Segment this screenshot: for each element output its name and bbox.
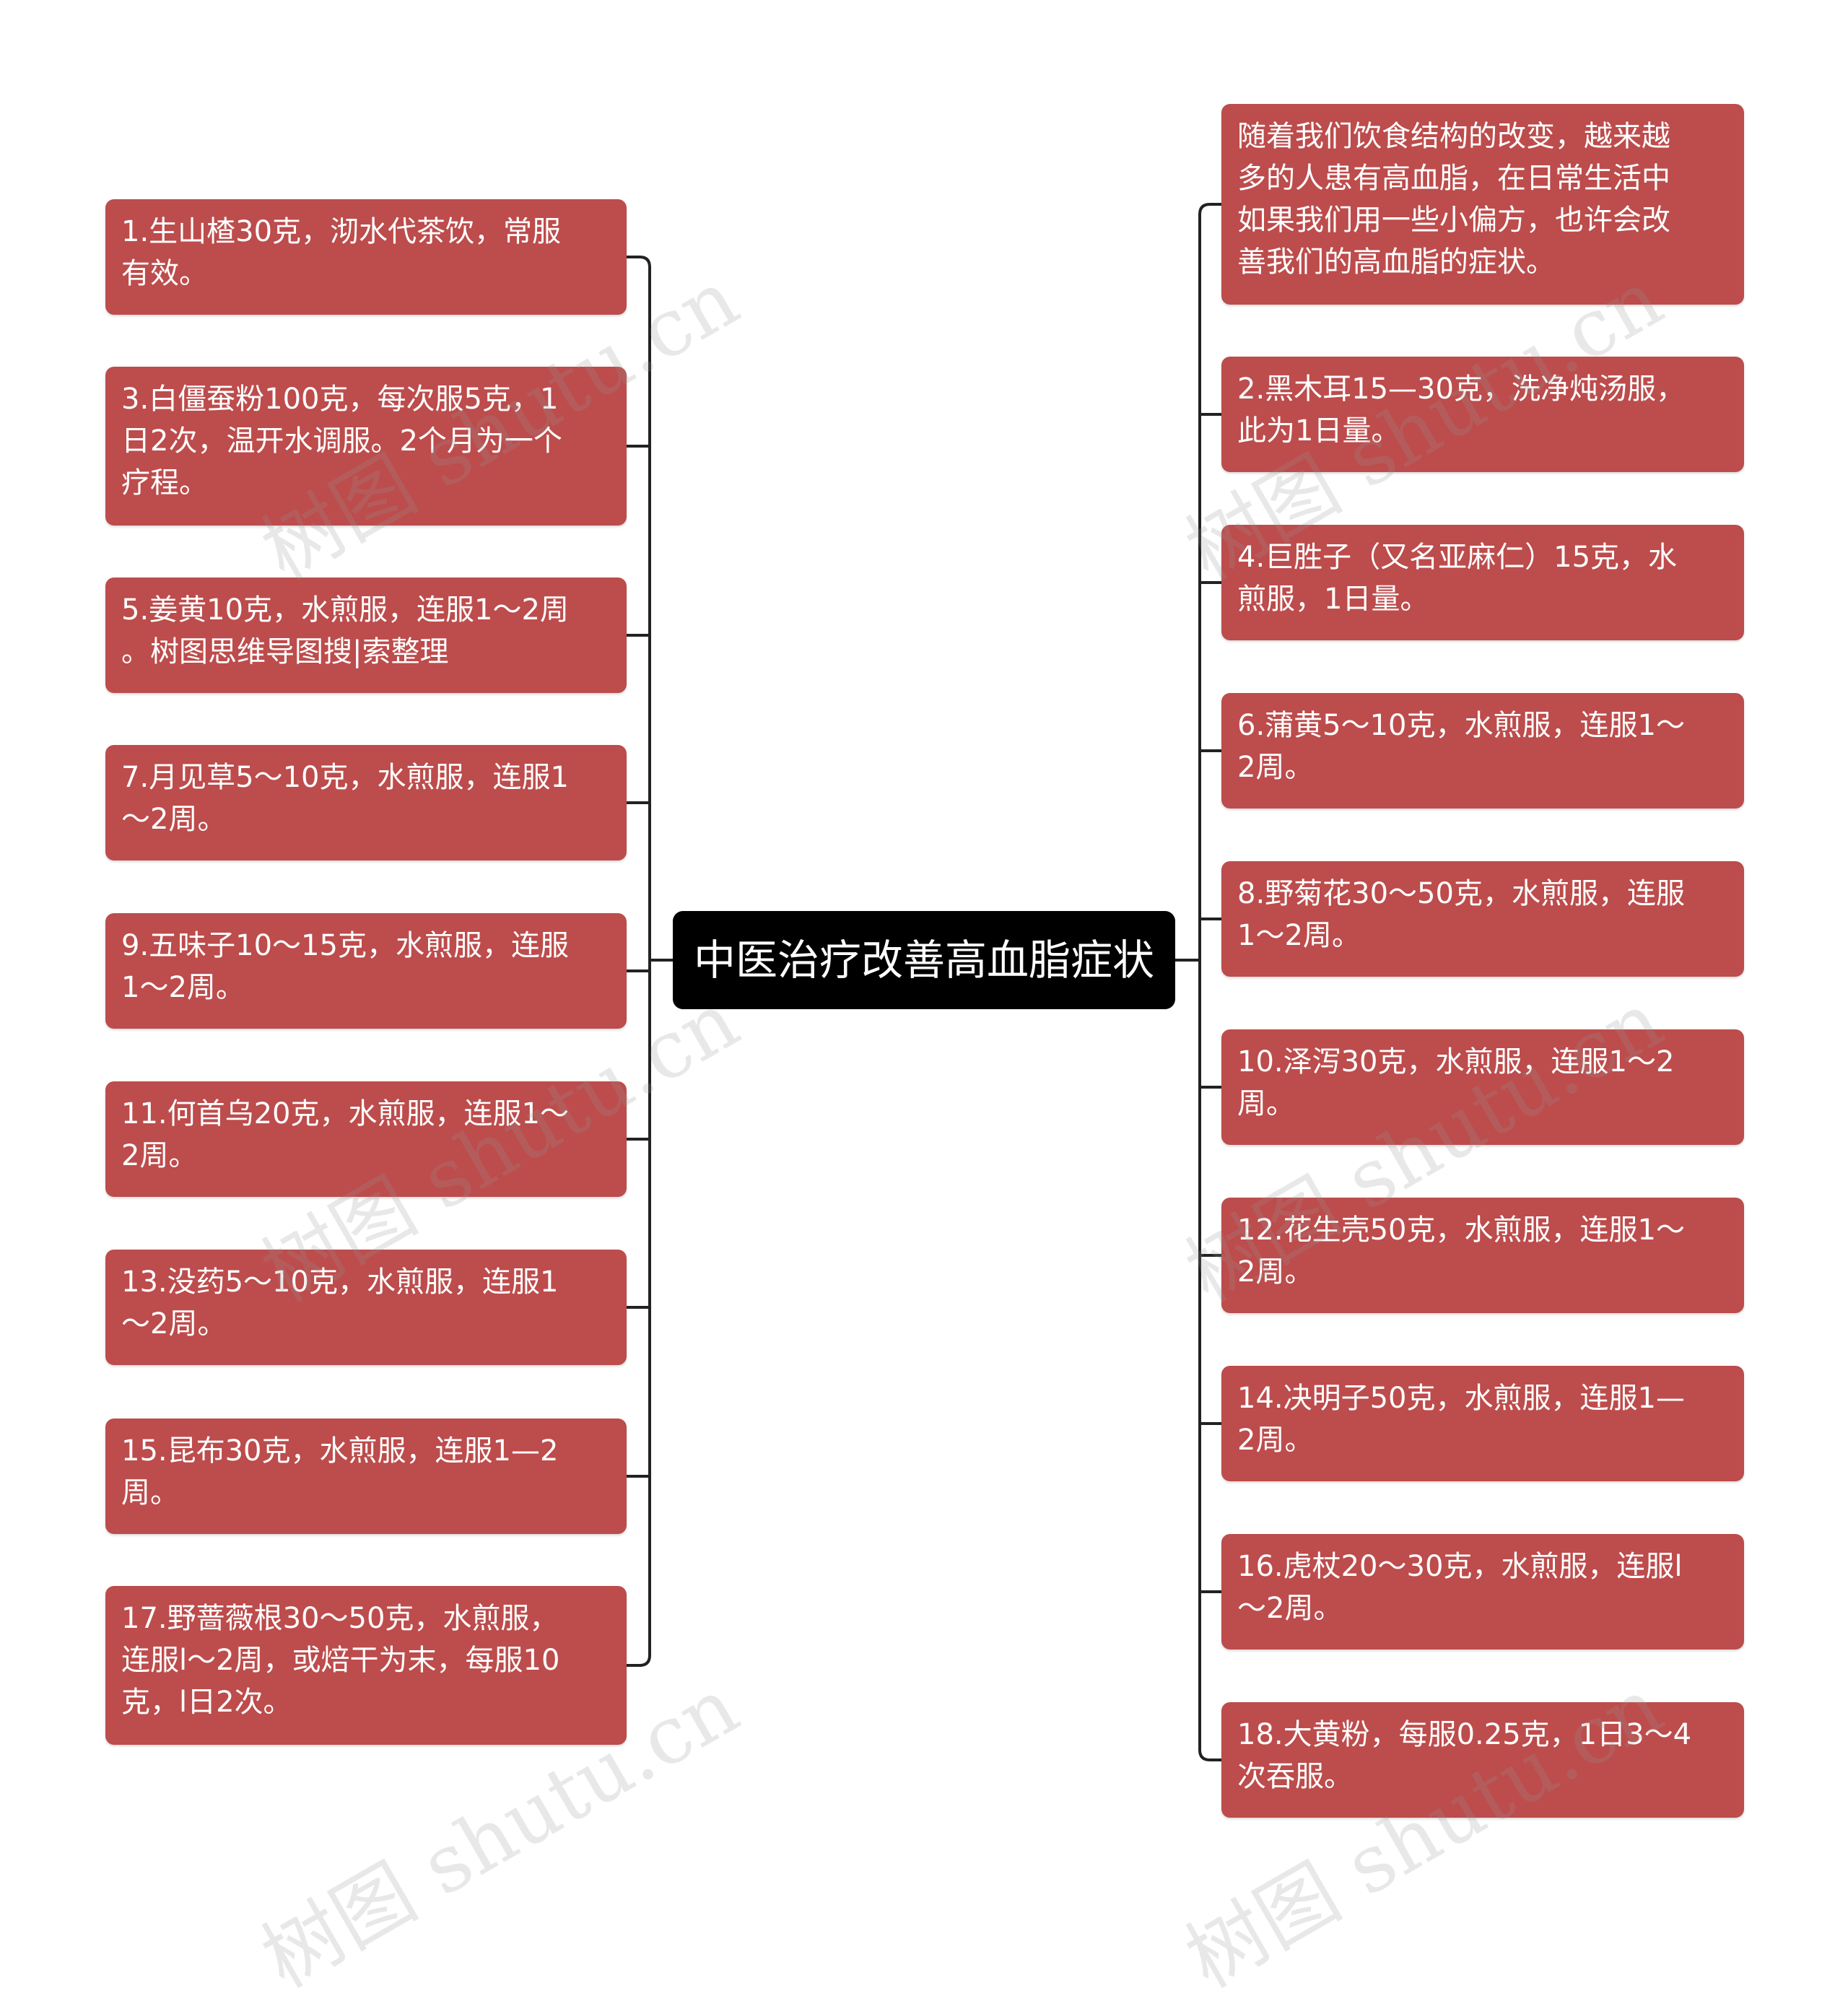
right-node-6[interactable]: 10.泽泻30克，水煎服，连服1～2 周。 xyxy=(1221,1029,1744,1145)
right-branch-1 xyxy=(1198,203,1221,215)
left-node-5[interactable]: 9.五味子10～15克，水煎服，连服 1～2周。 xyxy=(105,913,627,1029)
left-node-7[interactable]: 13.没药5～10克，水煎服，连服1 ～2周。 xyxy=(105,1250,627,1365)
right-node-10[interactable]: 18.大黄粉，每服0.25克，1日3～4 次吞服。 xyxy=(1221,1702,1744,1818)
right-node-intro[interactable]: 随着我们饮食结构的改变，越来越 多的人患有高血脂，在日常生活中 如果我们用一些小… xyxy=(1221,104,1744,305)
right-node-3[interactable]: 4.巨胜子（又名亚麻仁）15克，水 煎服，1日量。 xyxy=(1221,525,1744,640)
connector-lines xyxy=(627,203,1221,1761)
left-node-8[interactable]: 15.昆布30克，水煎服，连服1—2 周。 xyxy=(105,1418,627,1534)
left-node-9[interactable]: 17.野蔷薇根30～50克，水煎服， 连服l～2周，或焙干为末，每服10 克，l… xyxy=(105,1586,627,1745)
right-node-7[interactable]: 12.花生壳50克，水煎服，连服1～ 2周。 xyxy=(1221,1198,1744,1313)
left-branch-1 xyxy=(627,256,651,268)
left-node-6[interactable]: 11.何首乌20克，水煎服，连服1～ 2周。 xyxy=(105,1081,627,1197)
left-node-4[interactable]: 7.月见草5～10克，水煎服，连服1 ～2周。 xyxy=(105,745,627,860)
right-branch-10 xyxy=(1198,1749,1221,1761)
right-node-9[interactable]: 16.虎杖20～30克，水煎服，连服l ～2周。 xyxy=(1221,1534,1744,1650)
left-branch-9 xyxy=(627,1655,651,1667)
left-node-1[interactable]: 1.生山楂30克，沏水代茶饮，常服 有效。 xyxy=(105,199,627,315)
right-node-8[interactable]: 14.决明子50克，水煎服，连服1— 2周。 xyxy=(1221,1366,1744,1481)
left-node-3[interactable]: 5.姜黄10克，水煎服，连服1～2周 。树图思维导图搜|索整理 xyxy=(105,578,627,693)
right-node-4[interactable]: 6.蒲黄5～10克，水煎服，连服1～ 2周。 xyxy=(1221,693,1744,809)
right-node-5[interactable]: 8.野菊花30～50克，水煎服，连服 1～2周。 xyxy=(1221,861,1744,977)
left-node-2[interactable]: 3.白僵蚕粉100克，每次服5克，1 日2次，温开水调服。2个月为一个 疗程。 xyxy=(105,367,627,526)
root-topic[interactable]: 中医治疗改善高血脂症状 xyxy=(673,911,1175,1009)
right-node-2[interactable]: 2.黑木耳15—30克，洗净炖汤服， 此为1日量。 xyxy=(1221,357,1744,472)
